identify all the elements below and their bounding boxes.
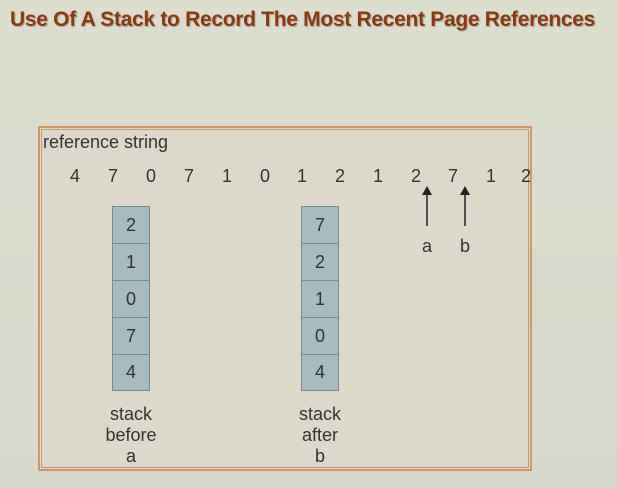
stack-cell: 1 [112,243,150,280]
stack-cell: 0 [112,280,150,317]
diagram-inner-border [41,129,529,468]
ref-item: 2 [410,166,421,186]
stack-cell: 1 [301,280,339,317]
ref-item: 4 [69,166,80,186]
caption-line: b [314,446,325,466]
arrow-up-icon [460,186,470,226]
stack-cell: 2 [301,243,339,280]
stack-cell: 0 [301,317,339,354]
caption-line: stack [298,404,341,424]
ref-item: 1 [485,166,496,186]
stack-after: 7 2 1 0 4 [301,206,339,391]
ref-item: 1 [372,166,383,186]
marker-b: b [459,236,470,256]
stack-after-caption: stack after b [280,404,360,467]
ref-item: 2 [520,166,531,186]
caption-line: a [125,446,136,466]
marker-a: a [421,236,432,256]
ref-item: 7 [447,166,458,186]
ref-item: 1 [221,166,232,186]
caption-line: after [301,425,339,445]
ref-item: 7 [183,166,194,186]
ref-item: 2 [334,166,345,186]
ref-item: 0 [145,166,156,186]
slide-title: Use Of A Stack to Record The Most Recent… [10,8,595,31]
ref-item: 0 [259,166,270,186]
caption-line: before [105,425,157,445]
ref-item: 7 [107,166,118,186]
ref-item: 1 [296,166,307,186]
diagram-frame: reference string 4 7 0 7 1 0 1 2 1 2 7 1… [38,126,532,471]
stack-before-caption: stack before a [91,404,171,467]
stack-before: 2 1 0 7 4 [112,206,150,391]
reference-string-label: reference string [43,132,169,152]
stack-cell: 7 [112,317,150,354]
stack-cell: 4 [301,354,339,391]
arrow-up-icon [422,186,432,226]
stack-cell: 7 [301,206,339,243]
caption-line: stack [109,404,152,424]
stack-cell: 2 [112,206,150,243]
stack-cell: 4 [112,354,150,391]
